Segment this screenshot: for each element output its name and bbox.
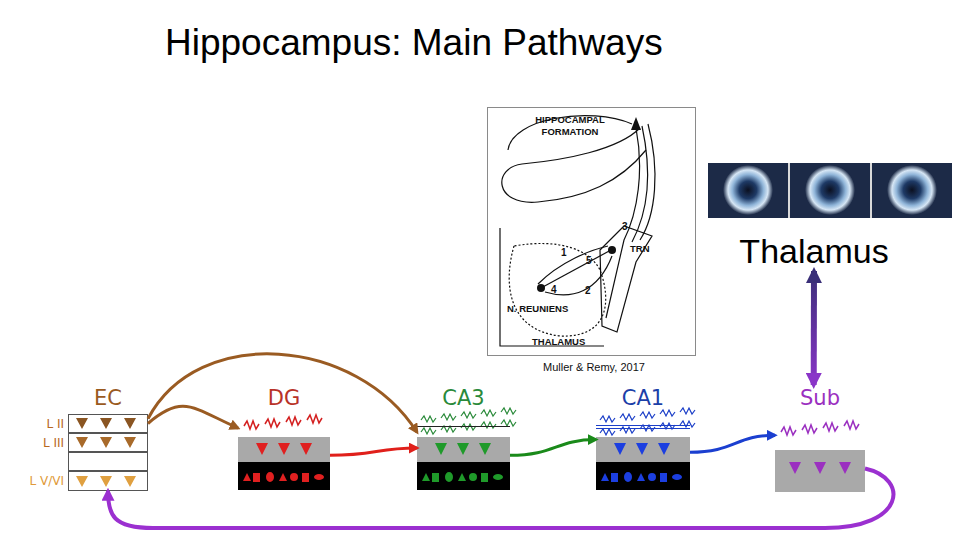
inset-drawing <box>500 116 655 346</box>
region-label: Thalamus <box>676 231 952 271</box>
region-column: CA3 <box>417 385 510 490</box>
fiber-tract <box>632 126 647 242</box>
ca1-cells <box>601 443 682 482</box>
inset-frame <box>488 108 696 356</box>
pathway-arrow <box>148 354 417 432</box>
projection-line <box>541 250 611 288</box>
thalamus-photo <box>708 163 952 218</box>
photo-blob <box>887 165 937 215</box>
neuron-symbols <box>789 462 851 474</box>
layer-label: L III <box>43 434 64 452</box>
thalamus-region <box>509 243 606 336</box>
region-heading: EC <box>48 385 168 412</box>
interneuron-symbols <box>601 472 682 482</box>
interneuron-symbols <box>243 472 324 482</box>
structure-label: THALAMUS <box>532 336 585 348</box>
layer-line <box>596 426 690 429</box>
neuron-symbols <box>614 443 670 455</box>
callout-number: 1 <box>561 247 567 259</box>
neuron-symbols <box>76 437 136 448</box>
interneuron-symbols <box>422 472 503 482</box>
thalamus-outline <box>500 228 604 346</box>
layer-label: L II <box>46 415 64 433</box>
dendrite-squiggle <box>244 415 322 429</box>
cortical-layer: L III <box>68 433 148 452</box>
nucleus-dot <box>537 284 545 292</box>
structure-label: HIPPOCAMPAL FORMATION <box>522 114 618 137</box>
formation-loop <box>502 128 646 202</box>
dendrite-squiggle <box>600 408 695 435</box>
callout-number: 3 <box>622 221 628 233</box>
photo-blob <box>805 165 855 215</box>
region-heading: DG <box>218 385 350 412</box>
dendrite-squiggle <box>781 421 859 435</box>
region-heading: Sub <box>755 385 885 412</box>
region-heading: CA3 <box>397 385 530 412</box>
layer-line <box>417 426 510 427</box>
arrow-head <box>631 117 641 130</box>
cortical-layer: L II <box>68 414 148 433</box>
structure-label: N. REUNIENS <box>507 303 568 315</box>
neuron-symbols <box>76 418 136 429</box>
photo-divider <box>789 163 871 218</box>
dendrite-squiggle <box>421 408 516 434</box>
region-column: CA1 <box>596 385 690 490</box>
pathway-arrow <box>330 448 417 455</box>
pathway-arrow <box>148 406 238 428</box>
fiber-tract <box>640 124 655 240</box>
callout-number: 2 <box>585 285 591 297</box>
callout-number: 5 <box>586 255 592 267</box>
projection-line <box>538 246 608 284</box>
cortical-layer: L V/VI <box>68 471 148 491</box>
thalamus-panel: Thalamus <box>676 163 952 271</box>
photo-blob <box>723 165 773 215</box>
pathway-arrow <box>108 468 893 528</box>
neuron-symbols <box>76 476 136 487</box>
diagram-title: Hippocampus: Main Pathways <box>165 20 663 66</box>
pathway-arrow <box>510 440 596 456</box>
region-column: ECL IIL IIIL V/VI <box>68 385 148 492</box>
pathway-arrow <box>811 271 817 385</box>
cortical-layer-blank <box>69 453 148 471</box>
layer-label: L V/VI <box>30 472 65 490</box>
neuron-symbols <box>435 443 491 455</box>
citation: Muller & Remy, 2017 <box>543 361 645 374</box>
fiber-tract <box>606 128 640 318</box>
callout-number: 4 <box>551 284 557 296</box>
neuron-symbols <box>256 443 312 455</box>
ca3-cells <box>422 443 503 482</box>
region-heading: CA1 <box>576 385 710 412</box>
region-column: Sub <box>775 385 865 492</box>
region-column: DG <box>238 385 330 490</box>
pathway-arrow <box>690 435 775 452</box>
nucleus-dot <box>608 246 616 254</box>
trn-outline <box>600 226 652 332</box>
structure-label: TRN <box>630 243 650 255</box>
